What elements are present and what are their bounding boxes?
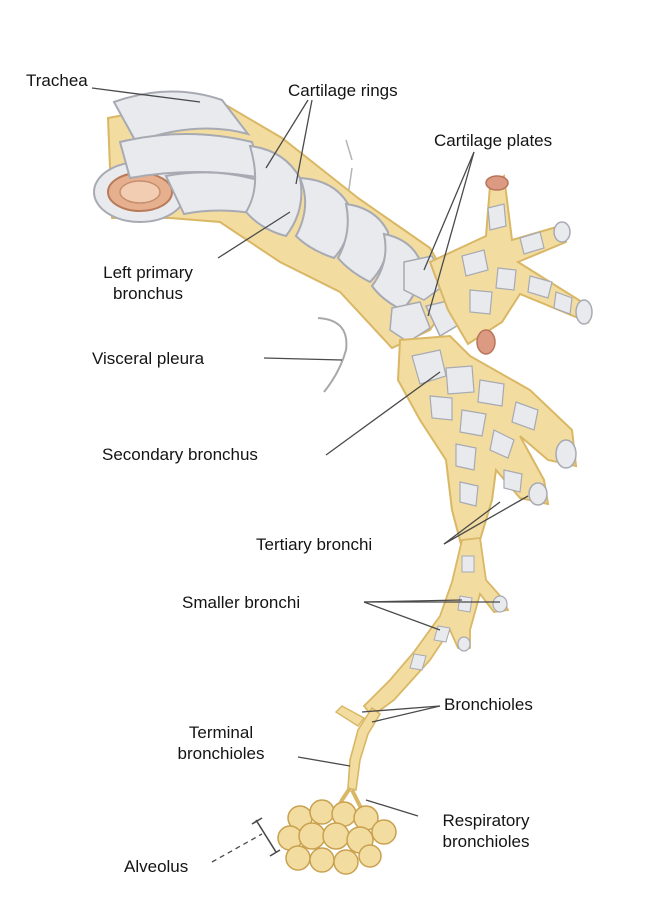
label-left-primary-bronchus: Left primary bronchus xyxy=(78,262,218,304)
label-smaller-bronchi: Smaller bronchi xyxy=(182,592,300,613)
label-terminal-line2: bronchioles xyxy=(146,743,296,764)
label-cartilage-rings: Cartilage rings xyxy=(288,80,398,101)
label-terminal-bronchioles: Terminal bronchioles xyxy=(146,722,296,764)
label-respiratory-bronchioles: Respiratory bronchioles xyxy=(418,810,554,852)
pleura-mark xyxy=(346,140,352,196)
lower-lobe-branches xyxy=(398,336,576,548)
label-left-primary-line1: Left primary xyxy=(78,262,218,283)
label-left-primary-line2: bronchus xyxy=(78,283,218,304)
label-tertiary-bronchi: Tertiary bronchi xyxy=(256,534,372,555)
alveolus-leader xyxy=(212,834,262,862)
label-alveolus: Alveolus xyxy=(124,856,188,877)
label-cartilage-plates: Cartilage plates xyxy=(434,130,552,151)
smaller-bronchi-chain xyxy=(336,538,508,790)
label-secondary-bronchus: Secondary bronchus xyxy=(102,444,258,465)
visceral-pleura-line xyxy=(318,318,346,392)
label-bronchioles: Bronchioles xyxy=(444,694,533,715)
alveolus-bracket xyxy=(252,818,280,856)
label-visceral-pleura: Visceral pleura xyxy=(92,348,204,369)
label-trachea: Trachea xyxy=(26,70,88,91)
label-respiratory-line1: Respiratory xyxy=(418,810,554,831)
label-respiratory-line2: bronchioles xyxy=(418,831,554,852)
label-terminal-line1: Terminal xyxy=(146,722,296,743)
smaller-bronchi-leader-2 xyxy=(364,602,440,630)
alveolar-cluster xyxy=(278,788,396,874)
visceral-pleura-leader xyxy=(264,358,342,360)
terminal-bronchioles-leader xyxy=(298,757,350,766)
